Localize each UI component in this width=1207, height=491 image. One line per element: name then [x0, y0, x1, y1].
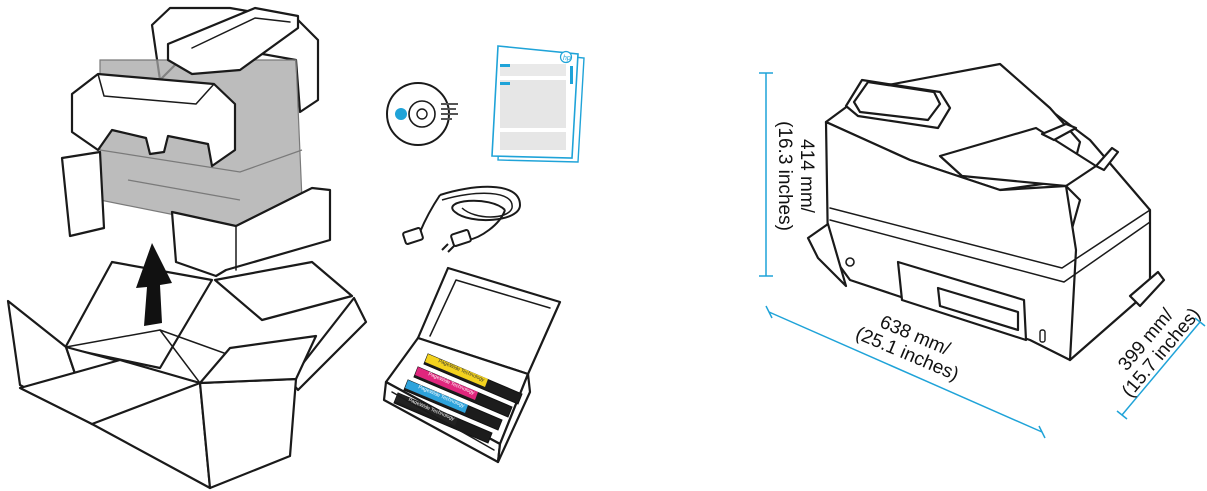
- height-mm-label: 414 mm/: [796, 139, 817, 214]
- height-inch-label: (16.3 inches): [774, 121, 795, 231]
- svg-text:hp: hp: [563, 55, 571, 62]
- hp-logo-icon: hp: [561, 52, 572, 63]
- height-dimension-line: [759, 73, 773, 276]
- documentation-sheets-icon: hp: [492, 46, 584, 162]
- cd-disc-icon: [387, 83, 458, 145]
- power-cord-icon: [403, 187, 520, 252]
- shipping-box: [8, 262, 366, 488]
- printer-illustration: [808, 64, 1164, 360]
- printer-in-foam: [62, 8, 330, 276]
